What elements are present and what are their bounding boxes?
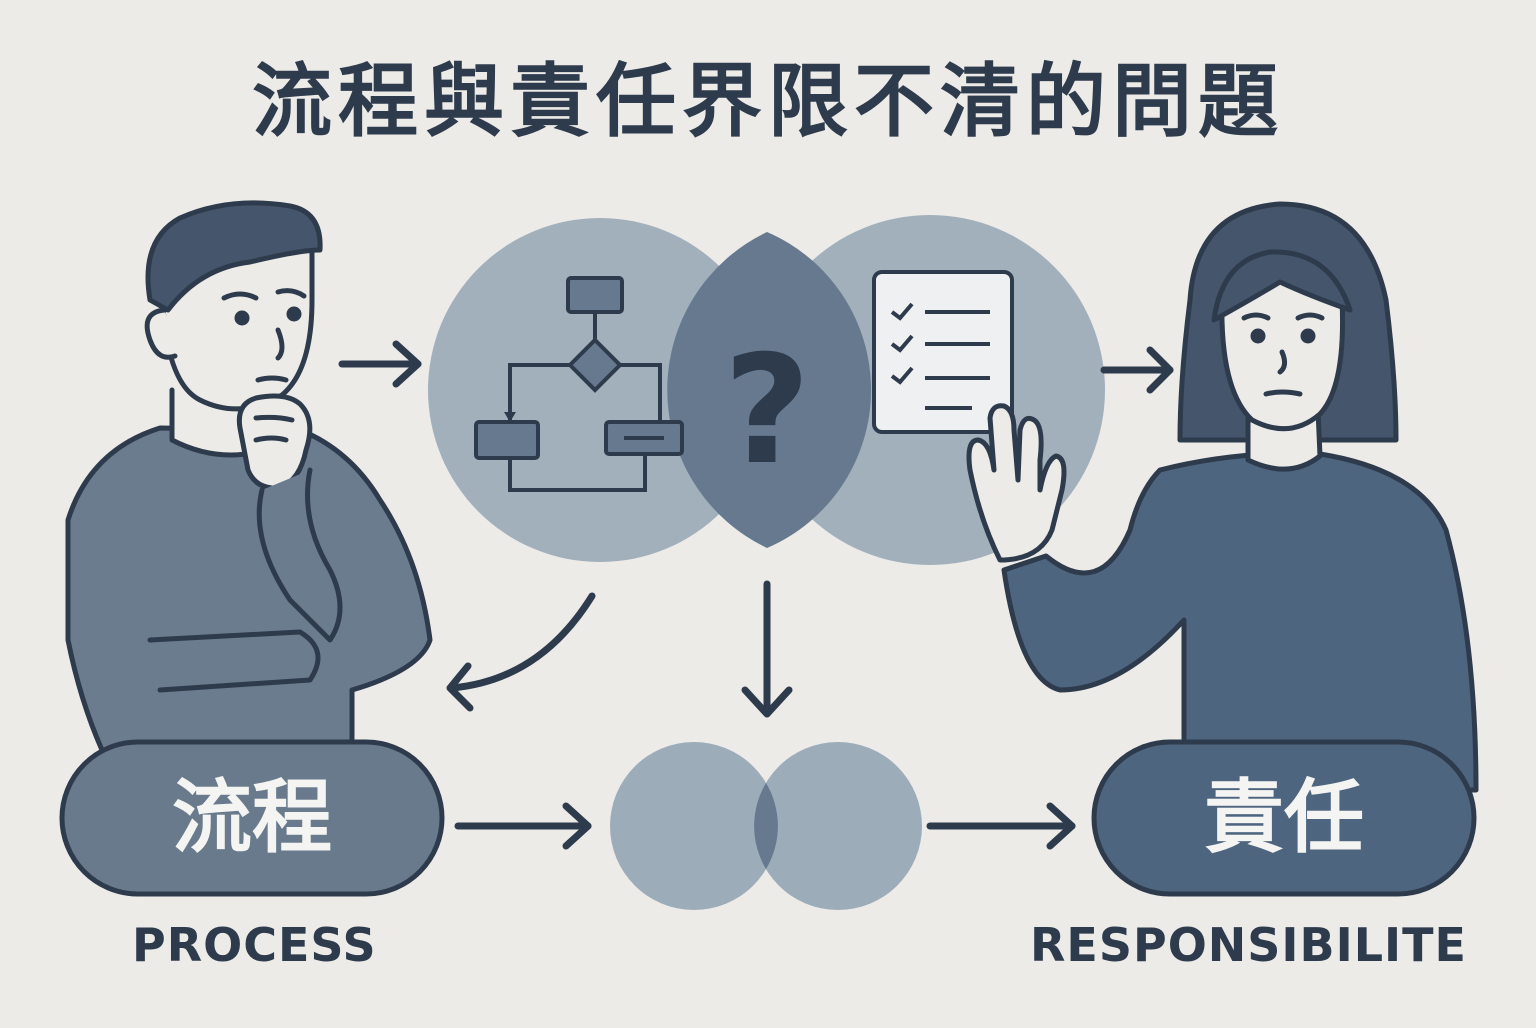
woman-figure <box>966 201 1479 793</box>
responsibility-pill: 責任 <box>1091 739 1477 897</box>
confused-man-figure <box>65 200 433 753</box>
responsibility-pill-label: 責任 <box>1204 771 1364 864</box>
arrow-process-to-left <box>448 592 596 692</box>
process-circle <box>428 218 772 562</box>
overlap-region <box>667 232 872 548</box>
bottom-venn <box>610 742 922 910</box>
page-title: 流程與責任界限不清的問題 <box>252 55 1284 148</box>
process-caption: PROCESS <box>132 918 377 972</box>
checklist-icon <box>872 270 1014 434</box>
question-mark-icon: ? <box>723 324 810 498</box>
process-pill-label: 流程 <box>172 771 332 864</box>
process-pill: 流程 <box>59 739 445 897</box>
responsibility-caption: RESPONSIBILITE <box>1030 918 1467 972</box>
flowchart-icon <box>474 276 684 492</box>
arrows <box>338 340 1174 850</box>
